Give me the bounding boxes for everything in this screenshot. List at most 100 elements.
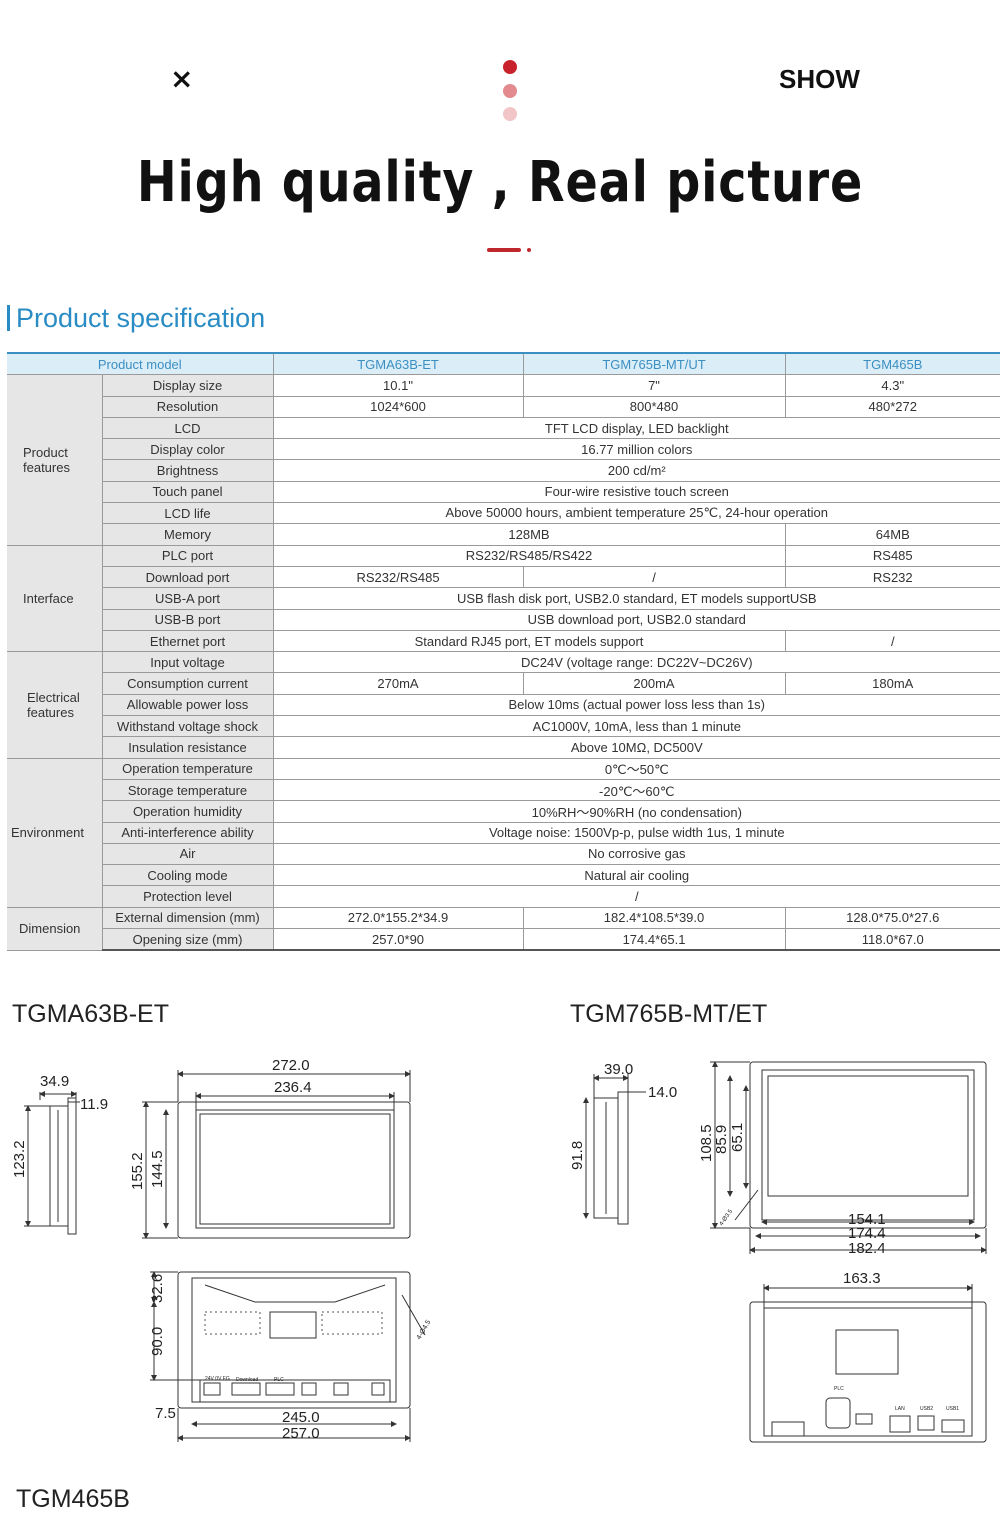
cell: RS232/RS485 [272, 566, 524, 589]
table-row: Ethernet port Standard RJ45 port, ET mod… [7, 630, 1000, 653]
table-row: Air No corrosive gas [7, 843, 1000, 866]
row-label: Brightness [101, 459, 274, 482]
cell: Standard RJ45 port, ET models support [272, 630, 786, 653]
cell: 128MB [272, 523, 786, 546]
cell: Voltage noise: 1500Vp-p, pulse width 1us… [272, 822, 1000, 844]
row-label: Protection level [101, 885, 274, 908]
row-label: USB-B port [101, 609, 274, 631]
cell: 128.0*75.0*27.6 [784, 906, 1000, 930]
cell: USB flash disk port, USB2.0 standard, ET… [272, 587, 1000, 610]
port-plc-label: PLC [274, 1377, 284, 1383]
header-model-3: TGM465B [784, 352, 1000, 376]
indicator-dot-3 [503, 107, 517, 121]
row-label: Insulation resistance [101, 736, 274, 759]
table-row: Touch panel Four-wire resistive touch sc… [7, 481, 1000, 504]
cell: Above 10MΩ, DC500V [272, 736, 1000, 759]
d1-front-view [142, 1070, 411, 1239]
d2-h2: 85.9 [713, 1125, 730, 1154]
row-label: Cooling mode [101, 864, 274, 887]
cell: 480*272 [784, 396, 1000, 418]
table-row: Interface PLC port RS232/RS485/RS422 RS4… [7, 544, 1000, 653]
d1-height-inner: 144.5 [149, 1150, 166, 1188]
row-label: Consumption current [101, 672, 274, 695]
table-row: Download port RS232/RS485 / RS232 [7, 566, 1000, 589]
row-label: PLC port [101, 544, 274, 567]
page-title: High quality , Real picture [136, 150, 864, 215]
d2-rear-w: 163.3 [843, 1270, 881, 1287]
cell: 64MB [784, 523, 1000, 546]
port-download-label: Download [236, 1377, 258, 1383]
d1-bezel: 11.9 [80, 1096, 108, 1113]
row-label: Download port [101, 566, 274, 589]
row-label: Operation temperature [101, 757, 274, 780]
table-row: USB-B port USB download port, USB2.0 sta… [7, 609, 1000, 631]
table-row: Allowable power loss Below 10ms (actual … [7, 694, 1000, 717]
table-row: Display color 16.77 million colors [7, 438, 1000, 461]
table-row: Opening size (mm) 257.0*90 174.4*65.1 11… [7, 928, 1000, 952]
drawing-title-1: TGMA63B-ET [12, 1000, 169, 1028]
port-usb2-label: USB2 [920, 1406, 933, 1412]
table-row: Anti-interference ability Voltage noise:… [7, 822, 1000, 844]
cell: / [784, 630, 1000, 653]
show-button[interactable]: SHOW [779, 64, 860, 94]
d1-height-outer: 155.2 [129, 1152, 146, 1190]
table-row: Operation humidity 10%RH～90%RH (no conde… [7, 800, 1000, 823]
cell: TFT LCD display, LED backlight [272, 417, 1000, 440]
table-row: Withstand voltage shock AC1000V, 10mA, l… [7, 715, 1000, 738]
d2-w2: 174.4 [848, 1225, 886, 1242]
port-plc2-label: PLC [834, 1386, 844, 1392]
port-power-label: 24V 0V FG [205, 1376, 230, 1382]
d2-h1: 108.5 [698, 1124, 715, 1162]
d2-bezel: 14.0 [648, 1084, 677, 1101]
row-label: Storage temperature [101, 779, 274, 802]
title-underline [487, 248, 521, 252]
table-row: Memory 128MB 64MB [7, 523, 1000, 546]
close-icon[interactable]: × [170, 62, 194, 95]
row-label: Anti-interference ability [101, 822, 274, 844]
spec-table: Product model TGMA63B-ET TGM765B-MT/UT T… [7, 352, 1000, 952]
group-product-features: Product features [7, 374, 102, 546]
table-header-row: Product model TGMA63B-ET TGM765B-MT/UT T… [7, 352, 1000, 376]
table-row: Resolution 1024*600 800*480 480*272 [7, 396, 1000, 418]
row-label: Touch panel [101, 481, 274, 504]
d2-w3: 182.4 [848, 1240, 886, 1257]
d2-front-view [710, 1061, 987, 1254]
title-underline-dot [527, 248, 531, 252]
d1-height-side: 123.2 [11, 1140, 28, 1178]
d2-side-view [583, 1074, 646, 1225]
row-label: LCD life [101, 502, 274, 525]
d1-rear-edge: 7.5 [155, 1405, 176, 1422]
d1-depth: 34.9 [40, 1073, 69, 1090]
cell: 7" [522, 374, 786, 397]
spec-heading-text: Product specification [16, 303, 266, 333]
d1-rear-w2: 257.0 [282, 1425, 320, 1442]
port-usb1-label: USB1 [946, 1406, 959, 1412]
drawing-title-2: TGM765B-MT/ET [570, 1000, 768, 1028]
row-label: USB-A port [101, 587, 274, 610]
cell: 200mA [522, 672, 786, 695]
cell: 270mA [272, 672, 524, 695]
table-row: Consumption current 270mA 200mA 180mA [7, 672, 1000, 695]
row-label: Display color [101, 438, 274, 461]
table-row: Dimension External dimension (mm) 272.0*… [7, 906, 1000, 951]
cell: 1024*600 [272, 396, 524, 418]
cell: 257.0*90 [272, 928, 524, 952]
cell: Four-wire resistive touch screen [272, 481, 1000, 504]
row-label: External dimension (mm) [101, 906, 274, 930]
table-row: Protection level / [7, 885, 1000, 908]
table-row: LCD TFT LCD display, LED backlight [7, 417, 1000, 440]
cell: 200 cd/m² [272, 459, 1000, 482]
row-label: LCD [101, 417, 274, 440]
row-label: Input voltage [101, 651, 274, 674]
cell: 10%RH～90%RH (no condensation) [272, 800, 1000, 823]
group-environment: Environment [7, 757, 102, 908]
group-electrical-features: Electrical features [7, 651, 102, 759]
table-row: Cooling mode Natural air cooling [7, 864, 1000, 887]
spec-heading: Product specification [7, 303, 265, 334]
indicator-dot-1 [503, 60, 517, 74]
table-row: Product features Display size 10.1" 7" 4… [7, 374, 1000, 546]
row-label: Ethernet port [101, 630, 274, 653]
group-dimension: Dimension [7, 906, 102, 951]
cell: 174.4*65.1 [522, 928, 786, 952]
d1-width-inner: 236.4 [274, 1079, 312, 1096]
